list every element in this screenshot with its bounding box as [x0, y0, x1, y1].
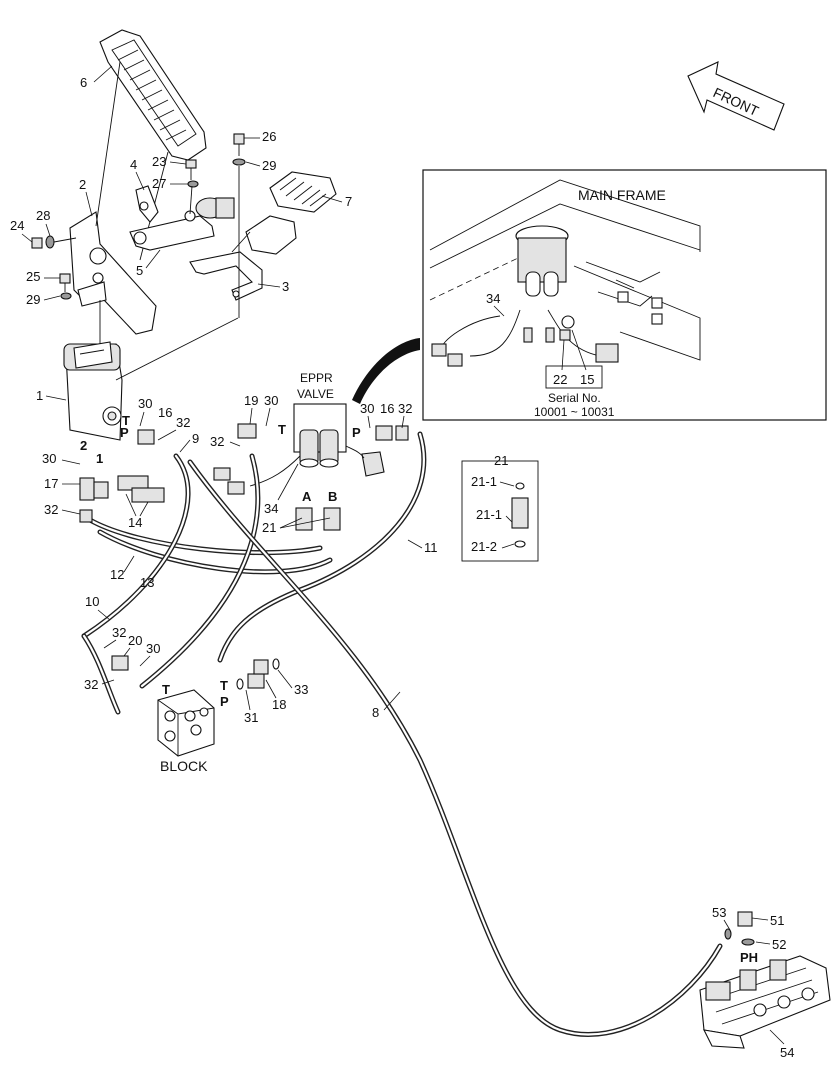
- callout-26: 26: [262, 129, 276, 144]
- callout-21-1b: 21-1: [476, 507, 502, 522]
- callout-30d: 30: [360, 401, 374, 416]
- callout-5: 5: [136, 263, 143, 278]
- callout-12: 12: [110, 567, 124, 582]
- bolt-25: [59, 273, 72, 300]
- callout-28: 28: [36, 208, 50, 223]
- callout-3: 3: [282, 279, 289, 294]
- callout-52: 52: [772, 937, 786, 952]
- callout-21-box: 21: [494, 453, 508, 468]
- control-valve-54: [699, 911, 831, 1049]
- callout-22: 22: [553, 372, 567, 387]
- callout-11: 11: [424, 540, 438, 555]
- main-frame-inset: [422, 169, 827, 421]
- connector-left: [213, 467, 245, 495]
- callout-15: 15: [580, 372, 594, 387]
- callout-21-2: 21-2: [471, 539, 497, 554]
- callout-18: 18: [272, 697, 286, 712]
- callout-30e: 30: [146, 641, 160, 656]
- block-fittings: [111, 655, 280, 690]
- block-label: BLOCK: [160, 758, 208, 774]
- port-p2: P: [352, 425, 361, 440]
- callout-21: 21: [262, 520, 276, 535]
- linkage: [129, 185, 235, 251]
- inset-pointer: [352, 338, 420, 404]
- callout-17: 17: [44, 476, 58, 491]
- callout-2: 2: [79, 177, 86, 192]
- washer-29-top: [232, 158, 246, 166]
- detail-21-box: [461, 460, 539, 562]
- callout-51: 51: [770, 913, 784, 928]
- port-2: 2: [80, 438, 87, 453]
- callout-8: 8: [372, 705, 379, 720]
- port-ph: PH: [740, 950, 758, 965]
- callout-29a: 29: [262, 158, 276, 173]
- front-arrow: FRONT: [687, 61, 785, 131]
- callout-34a: 34: [264, 501, 278, 516]
- callout-10: 10: [85, 594, 99, 609]
- port-t3: T: [162, 682, 170, 697]
- callout-29b: 29: [26, 292, 40, 307]
- callout-54: 54: [780, 1045, 794, 1060]
- callout-31: 31: [244, 710, 258, 725]
- bolt-26: [233, 133, 245, 156]
- callout-9: 9: [192, 431, 199, 446]
- callout-7: 7: [345, 194, 352, 209]
- callout-19: 19: [244, 393, 258, 408]
- callout-4: 4: [130, 157, 137, 172]
- eppr-valve-label-1: EPPR: [300, 371, 333, 385]
- main-frame-label: MAIN FRAME: [578, 187, 666, 203]
- callout-14: 14: [128, 515, 142, 530]
- port-t1: T: [122, 413, 130, 428]
- bolt-24: [31, 235, 77, 249]
- pedal-valve-1: [63, 341, 123, 441]
- callout-34b: 34: [486, 291, 500, 306]
- callout-33: 33: [294, 682, 308, 697]
- washer-27: [187, 180, 199, 188]
- eppr-valve: [293, 403, 385, 477]
- callout-32a: 32: [176, 415, 190, 430]
- port-t4: T: [220, 678, 228, 693]
- serial-range-label: 10001 ~ 10031: [534, 405, 615, 419]
- callout-6: 6: [80, 75, 87, 90]
- brake-pedal-7: [231, 171, 337, 255]
- callout-13: 13: [140, 575, 154, 590]
- callout-21-1a: 21-1: [471, 474, 497, 489]
- callout-25: 25: [26, 269, 40, 284]
- callout-16a: 16: [158, 405, 172, 420]
- callout-1: 1: [36, 388, 43, 403]
- bolt-23: [185, 159, 197, 180]
- callout-53: 53: [712, 905, 726, 920]
- port-p3: P: [220, 694, 229, 709]
- hoses: [81, 431, 723, 1037]
- serial-no-label: Serial No.: [548, 391, 601, 405]
- port-a: A: [302, 489, 312, 504]
- callout-30c: 30: [264, 393, 278, 408]
- callout-32e: 32: [112, 625, 126, 640]
- port-1: 1: [96, 451, 103, 466]
- callout-23: 23: [152, 154, 166, 169]
- accelerator-pedal: [99, 29, 207, 161]
- port-b: B: [328, 489, 337, 504]
- callout-30a: 30: [138, 396, 152, 411]
- block: [157, 689, 215, 757]
- port-t2: T: [278, 422, 286, 437]
- pedal-base-3: [189, 251, 263, 301]
- callout-20: 20: [128, 633, 142, 648]
- callout-16b: 16: [380, 401, 394, 416]
- port-p1: P: [120, 425, 129, 440]
- callout-30b: 30: [42, 451, 56, 466]
- callout-32d: 32: [398, 401, 412, 416]
- callout-32c: 32: [210, 434, 224, 449]
- callout-27: 27: [152, 176, 166, 191]
- callout-32b: 32: [44, 502, 58, 517]
- callout-24: 24: [10, 218, 24, 233]
- callout-32f: 32: [84, 677, 98, 692]
- eppr-valve-label-2: VALVE: [297, 387, 334, 401]
